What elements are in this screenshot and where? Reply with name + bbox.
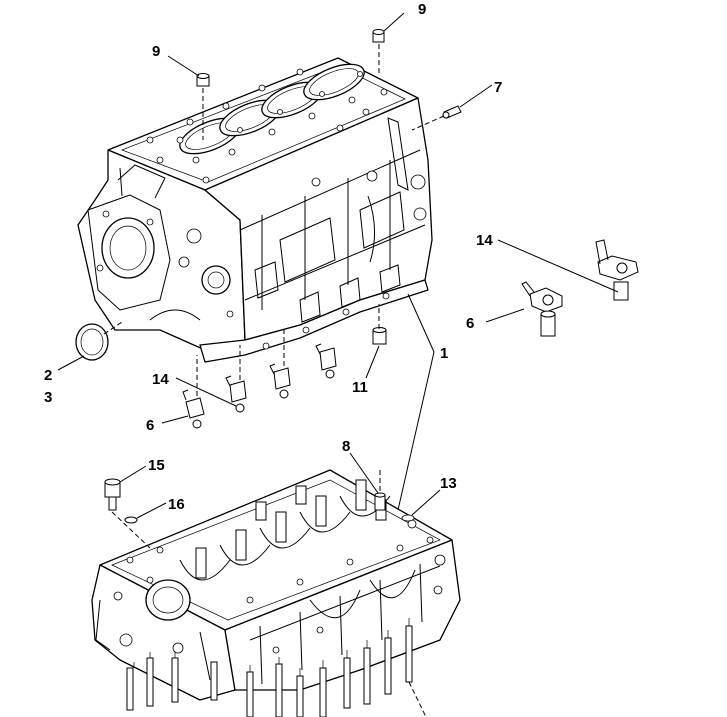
callout-11: 11: [352, 379, 368, 396]
callout-3: 3: [44, 389, 52, 406]
callout-16: 16: [168, 496, 185, 513]
callout-9-right: 9: [418, 1, 426, 18]
dowel-pin-right: [372, 29, 385, 43]
piston-oil-jet-under-block: [182, 343, 337, 429]
callout-1: 1: [440, 345, 448, 362]
bedplate-side-bolt: [104, 478, 121, 511]
leader-lines: [57, 12, 619, 717]
dowel-sleeve: [372, 327, 387, 345]
callout-labels: 1 2 3 6 6 7 8 9 9 11 13 14 14 15 16: [44, 1, 502, 513]
washer: [124, 516, 138, 524]
callout-6-right: 6: [466, 315, 474, 332]
bedplate-dowels: [374, 492, 415, 522]
callout-14-left: 14: [152, 371, 169, 388]
lower-crankcase-bedplate: [91, 469, 461, 701]
dowel-pin-left: [196, 73, 210, 87]
callout-15: 15: [148, 457, 165, 474]
callout-7: 7: [494, 79, 502, 96]
bedplate-bolts: [126, 618, 413, 717]
callout-13: 13: [440, 475, 457, 492]
callout-6-left: 6: [146, 417, 154, 434]
upper-cylinder-block: [77, 57, 433, 363]
callout-14-right: 14: [476, 232, 493, 249]
crankshaft-rear-seal: [75, 323, 109, 361]
callout-8: 8: [342, 438, 350, 455]
callout-9-left: 9: [152, 43, 160, 60]
plug: [442, 105, 462, 119]
callout-2: 2: [44, 367, 52, 384]
piston-oil-jet-detail: [521, 239, 639, 337]
